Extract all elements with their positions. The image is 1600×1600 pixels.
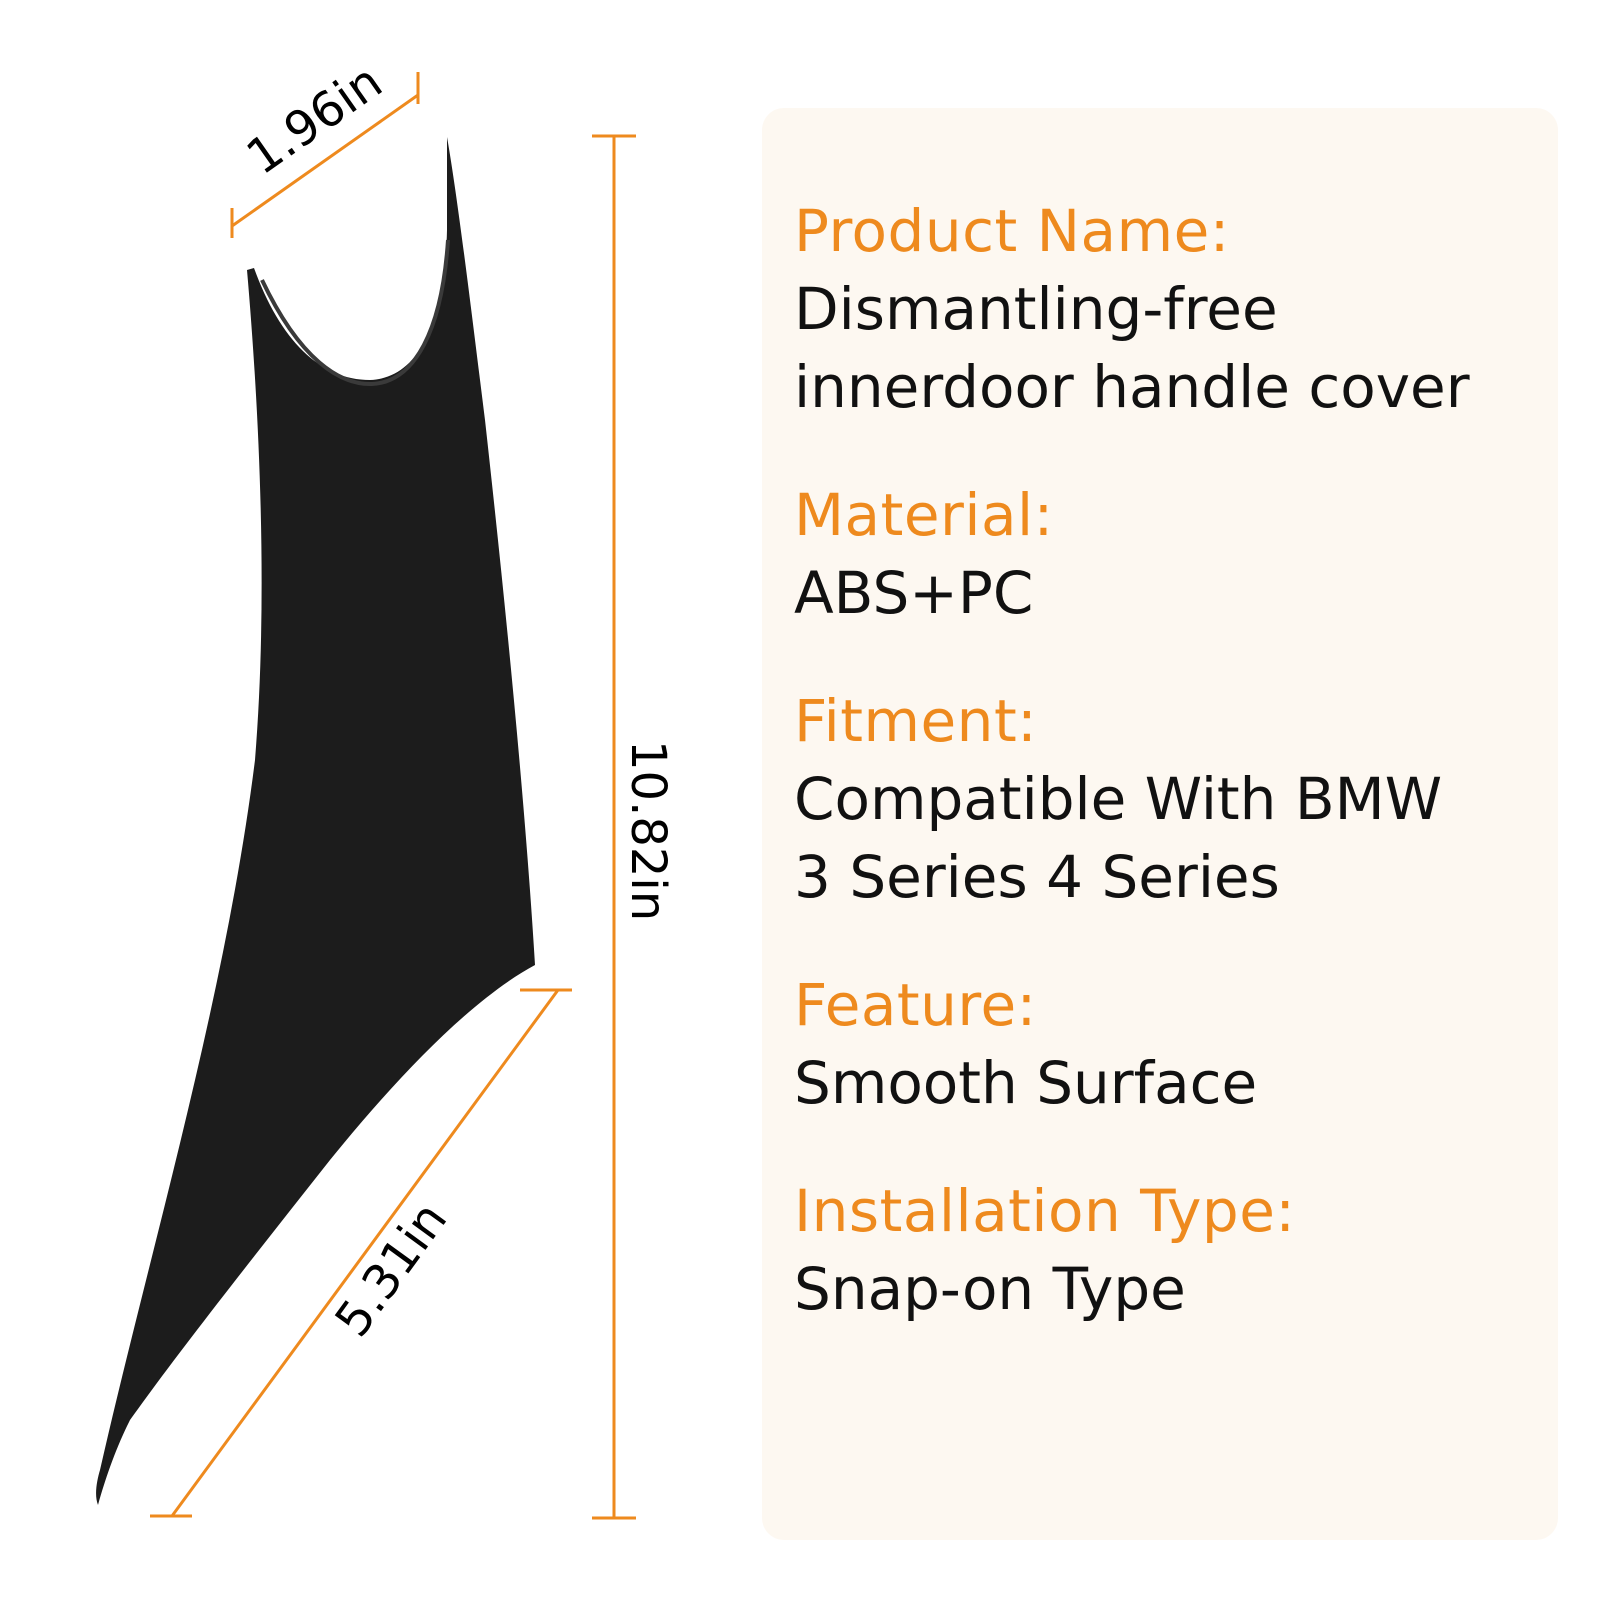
dimension-label-width: 1.96in <box>237 54 393 186</box>
spec-value: Compatible With BMW 3 Series 4 Series <box>794 765 1443 911</box>
spec-fitment: Fitment: Compatible With BMW 3 Series 4 … <box>794 682 1558 916</box>
spec-label: Product Name: <box>794 197 1230 265</box>
spec-value: Dismantling-free innerdoor handle cover <box>794 275 1470 421</box>
spec-value: ABS+PC <box>794 559 1034 627</box>
spec-product-name: Product Name: Dismantling-free innerdoor… <box>794 192 1558 426</box>
spec-value: Smooth Surface <box>794 1049 1258 1117</box>
dimension-line <box>231 93 419 228</box>
dimension-line <box>170 989 560 1517</box>
spec-value: Snap-on Type <box>794 1255 1186 1323</box>
dimension-top-width: 1.96in <box>230 54 420 238</box>
spec-panel: Product Name: Dismantling-free innerdoor… <box>762 108 1558 1540</box>
spec-installation-type: Installation Type: Snap-on Type <box>794 1172 1558 1328</box>
dimension-height: 10.82in <box>592 134 676 1520</box>
handle-cover-shape <box>96 137 535 1505</box>
spec-label: Installation Type: <box>794 1177 1296 1245</box>
spec-label: Material: <box>794 481 1054 549</box>
handle-cover-image <box>96 137 535 1505</box>
spec-label: Fitment: <box>794 687 1038 755</box>
spec-label: Feature: <box>794 971 1037 1039</box>
spec-feature: Feature: Smooth Surface <box>794 966 1558 1122</box>
spec-material: Material: ABS+PC <box>794 476 1558 632</box>
product-figure: 1.96in 10.82in 5.31in <box>96 54 676 1520</box>
dimension-label-height: 10.82in <box>620 740 676 921</box>
handle-cover-highlight <box>260 239 450 387</box>
